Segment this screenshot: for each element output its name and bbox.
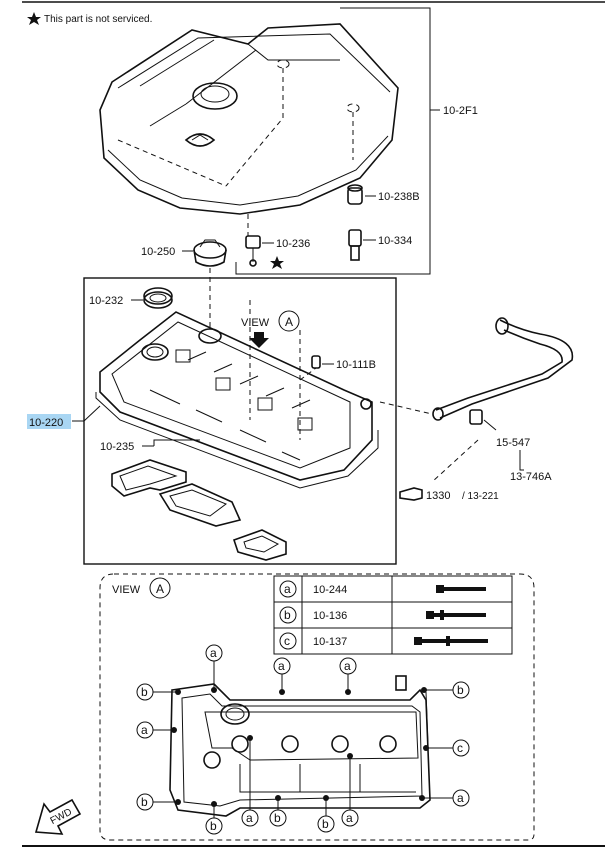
callout-c-1: c xyxy=(457,741,463,755)
bolt-part-c: 10-137 xyxy=(313,636,347,648)
callout-b-1: b xyxy=(141,685,148,699)
bolt-b-icon xyxy=(426,610,486,620)
callout-a-3: a xyxy=(344,659,351,673)
bolt-key-b: b xyxy=(284,608,291,622)
bolt-key-a: a xyxy=(284,582,291,596)
bolt-c-icon xyxy=(414,636,488,646)
callout-a-4: a xyxy=(141,723,148,737)
view-a-indicator: VIEW A xyxy=(241,310,300,348)
callout-a-1: a xyxy=(210,646,217,660)
callouts: a a a b b a c b a b xyxy=(136,644,470,835)
arrow-down-icon xyxy=(249,332,269,348)
label-15-547: 15-547 xyxy=(496,437,530,449)
label-10-250: 10-250 xyxy=(141,246,175,258)
clip-10-236: 10-236 xyxy=(245,235,310,269)
head-cover-top-view xyxy=(169,675,431,817)
pointer-hand-icon xyxy=(399,487,423,501)
head-cover-group-box xyxy=(83,277,397,565)
reference-1330: 1330 / 13-221 xyxy=(399,487,499,502)
callout-a-2: a xyxy=(278,659,285,673)
label-10-334: 10-334 xyxy=(378,235,412,247)
label-13-221: / 13-221 xyxy=(462,491,499,502)
bolt-key-c: c xyxy=(284,634,290,648)
view-word-bottom: VIEW xyxy=(112,584,141,596)
callout-b-2: b xyxy=(457,683,464,697)
callout-b-4: b xyxy=(210,819,217,833)
gasket-10-235: 10-235 xyxy=(100,439,287,561)
grommet-10-238b: 10-238B xyxy=(347,184,420,205)
cover-bracket xyxy=(235,7,431,275)
breather-hose: 15-547 13-746A xyxy=(379,317,574,483)
cylinder-head-cover xyxy=(95,300,379,489)
star-note-text: This part is not serviced. xyxy=(44,14,152,25)
stud-10-334: 10-334 xyxy=(348,229,412,261)
view-letter-top: A xyxy=(285,315,293,329)
label-10-235: 10-235 xyxy=(100,441,134,453)
label-10-220[interactable]: 10-220 xyxy=(29,417,63,429)
view-letter-bottom: A xyxy=(156,582,164,596)
view-word-top: VIEW xyxy=(241,317,270,329)
label-10-111b: 10-111B xyxy=(336,359,376,371)
label-13-746a: 13-746A xyxy=(510,471,552,483)
view-a-box xyxy=(99,573,535,841)
bolt-part-a: 10-244 xyxy=(313,584,347,596)
bolt-table: a 10-244 b 10-136 c 10-137 xyxy=(273,575,513,655)
callout-b-5: b xyxy=(274,811,281,825)
bolt-part-b: 10-136 xyxy=(313,610,347,622)
callout-a-7: a xyxy=(346,811,353,825)
star-note: This part is not serviced. xyxy=(27,12,152,25)
star-icon xyxy=(270,256,284,269)
callout-a-6: a xyxy=(246,811,253,825)
oil-cap-10-250: 10-250 xyxy=(141,239,227,330)
callout-b-3: b xyxy=(141,795,148,809)
callout-a-5: a xyxy=(457,791,464,805)
label-10-232: 10-232 xyxy=(89,295,123,307)
fwd-arrow-icon: FWD xyxy=(34,798,82,835)
label-10-238b: 10-238B xyxy=(378,191,420,203)
callout-b-6: b xyxy=(322,817,329,831)
label-10-2f1: 10-2F1 xyxy=(443,105,478,117)
plug-10-111b: 10-111B xyxy=(311,355,376,371)
seal-10-232: 10-232 xyxy=(89,287,173,309)
star-icon xyxy=(27,12,41,25)
label-1330: 1330 xyxy=(426,490,450,502)
engine-cover xyxy=(99,23,399,236)
label-10-220-highlight xyxy=(27,414,71,429)
bolt-a-icon xyxy=(436,585,486,593)
label-10-236: 10-236 xyxy=(276,238,310,250)
